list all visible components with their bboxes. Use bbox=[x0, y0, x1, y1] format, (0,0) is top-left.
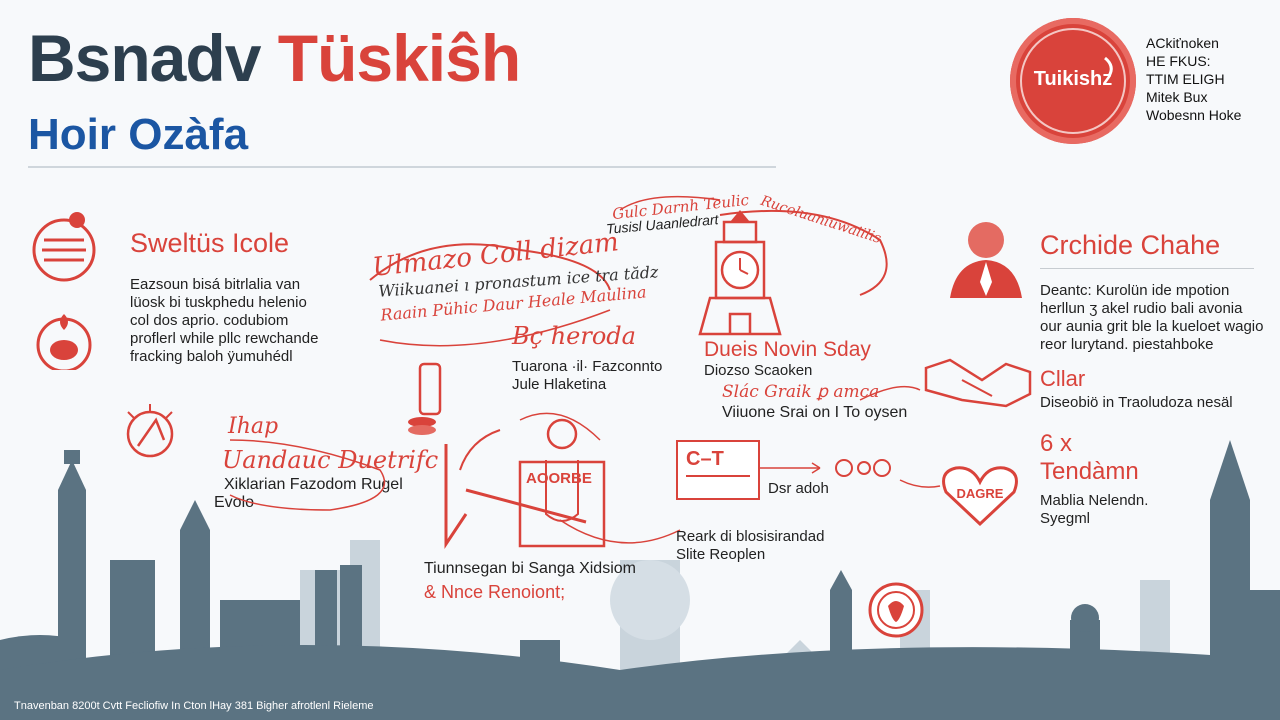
text-line: Mablia Nelendn. bbox=[1040, 492, 1149, 509]
clock-block-script: Slác Graik ꝑ amca bbox=[722, 382, 880, 402]
document-label: C–T bbox=[686, 448, 724, 470]
left-bottom-text: Xiklarian Fazodom Rugel Evolo bbox=[214, 476, 403, 512]
right-big-heading-1: 6 x bbox=[1040, 430, 1073, 457]
left-heading: Sweltüs Icole bbox=[130, 228, 290, 258]
title-part-1: Bsnadv bbox=[28, 21, 261, 95]
badge-text: ACkiťnoken HE FKUS: TTIM ELIGH Mitek Bux… bbox=[1146, 34, 1241, 124]
heart-badge: DAGRE bbox=[938, 462, 1022, 528]
heart-icon bbox=[942, 466, 1018, 527]
text-line: proflerl while pllc rewchande bbox=[130, 330, 319, 347]
scroll-frame-illustration bbox=[444, 418, 606, 549]
document-caption-1: Reark di blosisirandad bbox=[676, 528, 825, 545]
text-line: Syegml bbox=[1040, 510, 1091, 527]
center-mid-text: Tuarona ·il· Fazconnto Jule Hlaketina bbox=[512, 358, 662, 394]
businessman-icon bbox=[950, 222, 1022, 298]
text-line: Evolo bbox=[214, 494, 255, 511]
text-line: Eazsoun bisá bitrlalia van bbox=[130, 276, 301, 293]
text-line: fracking baloh ÿumuhédl bbox=[130, 348, 293, 365]
text-line: reor lurytand. piestahboke bbox=[1040, 336, 1214, 353]
lyre-icon bbox=[126, 404, 174, 458]
cauldron-icon bbox=[36, 314, 92, 370]
heart-label: DAGRE bbox=[956, 486, 1004, 501]
clock-block-sub: Diozso Scaoken bbox=[704, 362, 813, 379]
bottom-center-caption-2: & Nnce Renoiont; bbox=[424, 582, 566, 602]
badge-line: TTIM ELIGH bbox=[1146, 71, 1225, 87]
handshake-icon bbox=[924, 358, 1032, 408]
text-line: Jule Hlaketina bbox=[512, 376, 607, 393]
text-line: herllun ʒ akel rudio bali avonia bbox=[1040, 300, 1243, 317]
header-divider bbox=[28, 166, 776, 168]
right-paragraph: Deantc: Kurolün ide mpotion herllun ʒ ak… bbox=[1040, 282, 1263, 354]
badge-line: ACkiťnoken bbox=[1146, 35, 1219, 51]
text-line: lüosk bi tuskphedu helenio bbox=[130, 294, 307, 311]
badge-line: HE FKUS: bbox=[1146, 53, 1211, 69]
right-big-heading-2: Tendàmn bbox=[1040, 458, 1139, 485]
badge-line: Wobesnn Hoke bbox=[1146, 107, 1242, 123]
text-line: Xiklarian Fazodom Rugel bbox=[224, 476, 403, 493]
document-card: C–T bbox=[676, 440, 760, 500]
text-line: our aunia grit ble la kueloet wagio bbox=[1040, 318, 1264, 335]
left-icons bbox=[32, 212, 96, 370]
clock-block-text: Viiuone Srai on I To oysen bbox=[722, 404, 908, 421]
left-bottom-script-2: Uandauc Duetrifc bbox=[222, 446, 439, 474]
document-caption-2: Slite Reoplen bbox=[676, 546, 766, 563]
right-bottom-text: Mablia Nelendn. Syegml bbox=[1040, 492, 1148, 528]
page-title: Bsnadv Tüskiŝh bbox=[28, 20, 521, 96]
bottom-center-caption-1: Tiunnsegan bi Sanga Xidsiom bbox=[424, 560, 636, 577]
seal-ring-icon bbox=[1020, 28, 1126, 134]
center-mid-script: Bç heroda bbox=[512, 322, 636, 350]
temple-icon bbox=[32, 212, 96, 282]
clock-tower-icon bbox=[698, 210, 782, 336]
logo-text: Tuikishz bbox=[1033, 68, 1113, 90]
city-skyline-illustration bbox=[0, 440, 1280, 720]
document-side-label: Dsr adoh bbox=[768, 480, 829, 497]
right-heading-divider bbox=[1040, 268, 1254, 269]
title-part-2: Tüskiŝh bbox=[277, 21, 521, 95]
gear-icons bbox=[835, 459, 891, 477]
left-paragraph: Eazsoun bisá bitrlalia van lüosk bi tusk… bbox=[130, 276, 318, 366]
right-sub-text: Diseobiö in Traoludoza nesäl bbox=[1040, 394, 1233, 411]
text-line: col dos aprio. codubiom bbox=[130, 312, 289, 329]
right-heading: Crchide Chahe bbox=[1040, 230, 1221, 260]
scroll-frame-label: AOORBE bbox=[526, 470, 592, 487]
right-sub-heading: Cllar bbox=[1040, 366, 1086, 391]
text-line: Tuarona ·il· Fazconnto bbox=[512, 358, 663, 375]
footer-text: Tnavenban 8200t Cvtt Fecliofiw In Cton l… bbox=[14, 700, 374, 712]
left-bottom-script-1: Ihap bbox=[228, 414, 279, 439]
logo-seal: Tuikishz bbox=[1010, 18, 1136, 144]
text-line: Deantc: Kurolün ide mpotion bbox=[1040, 282, 1230, 299]
stamp-seal-icon bbox=[868, 582, 924, 638]
badge-line: Mitek Bux bbox=[1146, 89, 1208, 105]
coin-stack-icon bbox=[408, 362, 442, 435]
clock-block-title: Dueis Novin Sday bbox=[704, 338, 871, 361]
page-subtitle: Hoir Ozàfa bbox=[28, 110, 249, 159]
